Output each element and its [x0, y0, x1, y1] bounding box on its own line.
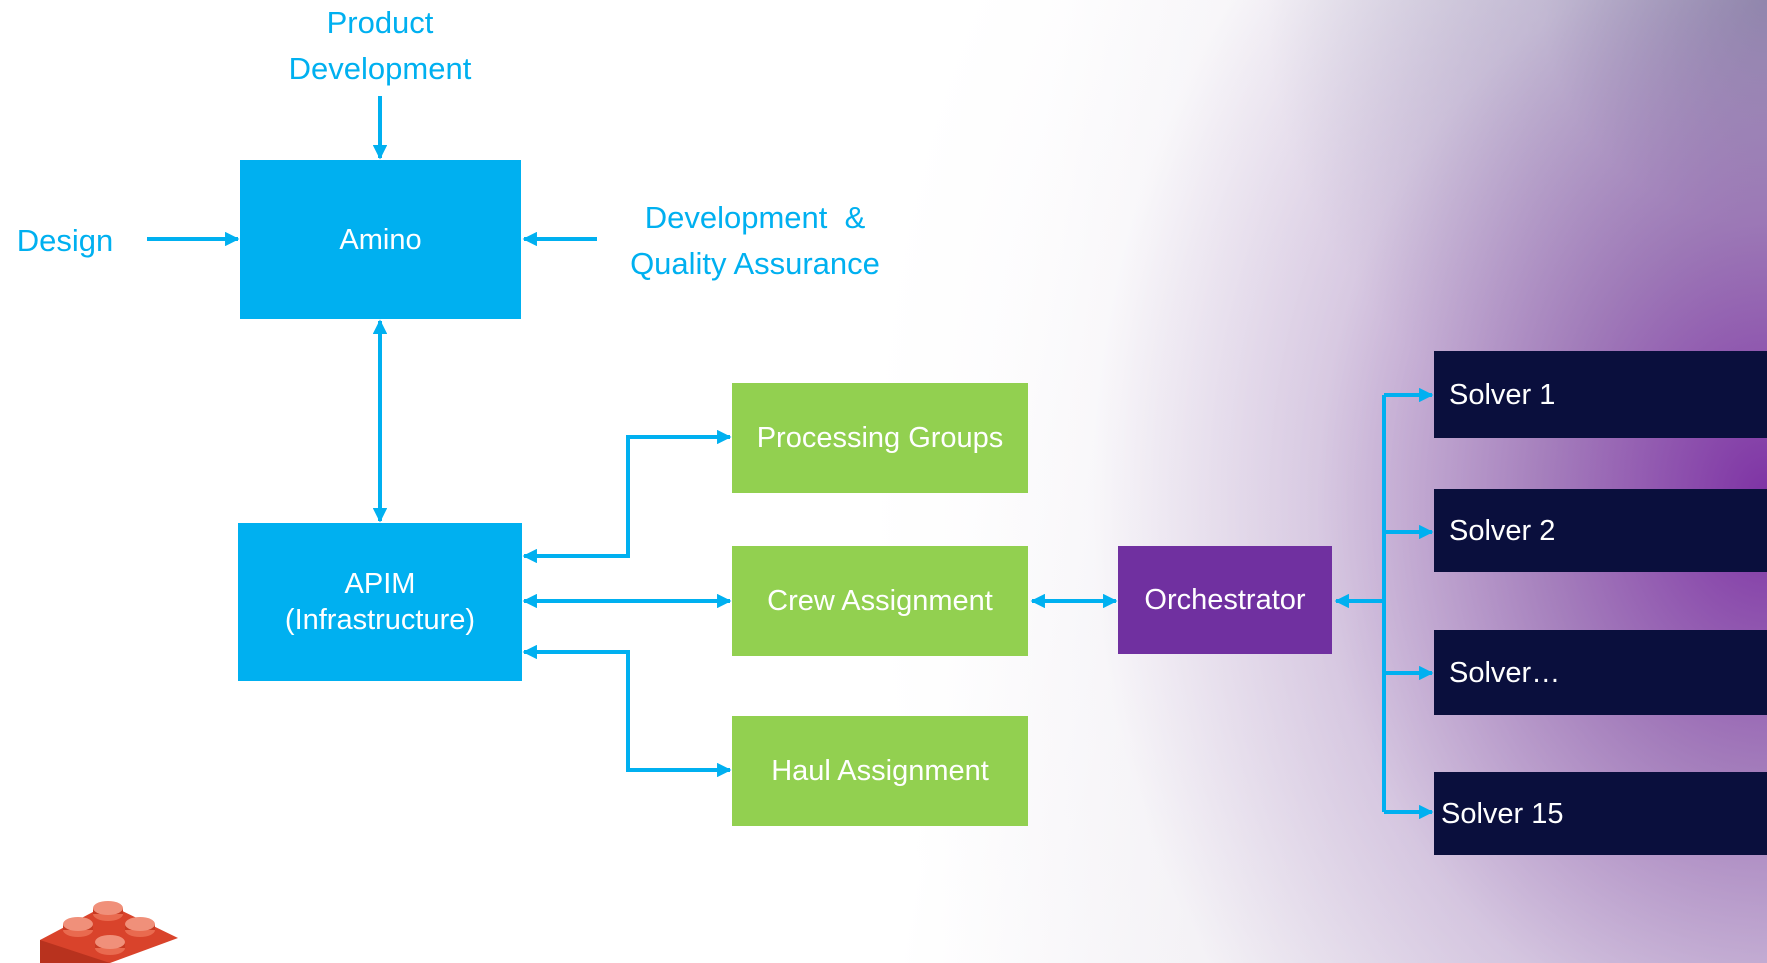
arrow-apim-processing-groups	[522, 429, 732, 564]
solver-more-box: Solver…	[1434, 630, 1767, 715]
solver-1-label: Solver 1	[1449, 378, 1556, 411]
solver-2-label: Solver 2	[1449, 514, 1556, 547]
solver-more-label: Solver…	[1449, 656, 1561, 689]
haul-assignment-label: Haul Assignment	[771, 755, 989, 787]
crew-assignment-box: Crew Assignment	[732, 546, 1028, 656]
amino-label: Amino	[339, 223, 422, 256]
processing-groups-box: Processing Groups	[732, 383, 1028, 493]
lego-brick-icon	[40, 901, 178, 963]
orchestrator-box: Orchestrator	[1118, 546, 1332, 654]
apim-box: APIM (Infrastructure)	[238, 523, 522, 681]
arrow-apim-haul-assignment	[522, 644, 732, 778]
apim-sublabel: (Infrastructure)	[284, 604, 476, 636]
development-qa-label: Development & Quality Assurance	[630, 200, 880, 281]
processing-groups-label: Processing Groups	[756, 422, 1004, 454]
haul-assignment-box: Haul Assignment	[732, 716, 1028, 826]
crew-assignment-label: Crew Assignment	[767, 585, 993, 617]
solver-15-label: Solver 15	[1441, 797, 1564, 830]
solver-1-box: Solver 1	[1434, 351, 1767, 438]
design-label: Design	[16, 223, 114, 258]
orchestrator-label: Orchestrator	[1144, 584, 1306, 616]
product-development-label: Product Development	[288, 5, 472, 86]
amino-box: Amino	[240, 160, 521, 319]
solver-2-box: Solver 2	[1434, 489, 1767, 572]
solver-15-box: Solver 15	[1434, 772, 1767, 855]
apim-label: APIM	[344, 568, 416, 600]
